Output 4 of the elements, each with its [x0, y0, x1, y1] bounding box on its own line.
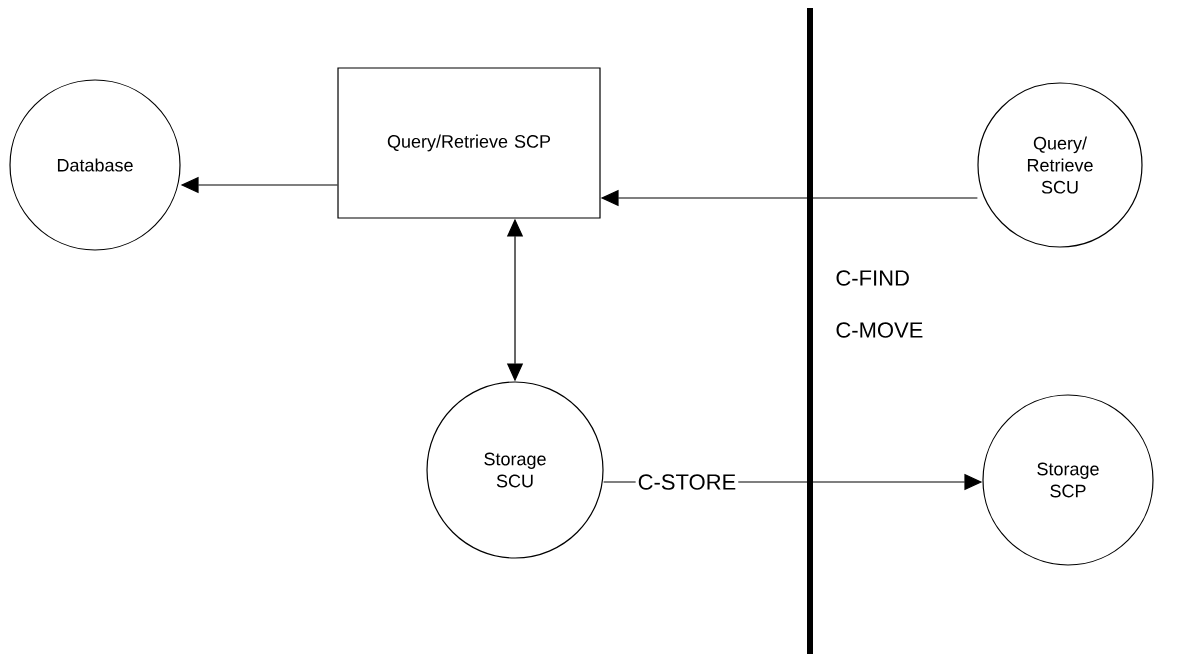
edge-label: C-STORE	[635, 472, 739, 492]
message-label: C-MOVE	[836, 322, 923, 338]
process-box: Query/Retrieve SCP	[337, 67, 601, 219]
message-label: C-FIND	[836, 270, 909, 286]
